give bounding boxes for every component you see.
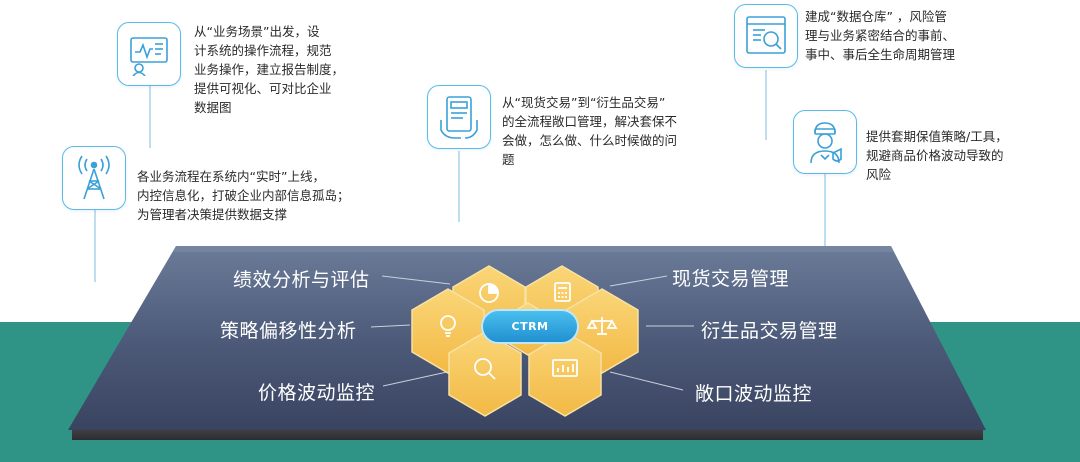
- document-search-icon: [734, 4, 798, 68]
- label-strategy-deviation: 策略偏移性分析: [220, 320, 357, 342]
- pie-chart-icon: [479, 283, 499, 303]
- callout-spot-derivative-text: 从“现货交易”到“衍生品交易” 的全流程敞口管理，解决套保不 会做，怎么做、什么…: [502, 95, 678, 167]
- signal-tower-icon: [62, 146, 126, 210]
- ctrm-pill: [481, 309, 579, 344]
- tablet-hand-icon: [427, 85, 491, 149]
- callout-business-scene-text: 从“业务场景”出发，设 计系统的操作流程，规范 业务操作，建立报告制度， 提供可…: [194, 24, 345, 115]
- ctrm-label: CTRM: [511, 320, 549, 333]
- callout-hedging-text: 提供套期保值策略/工具， 规避商品价格波动导致的 风险: [866, 129, 1008, 182]
- flowchart-monitor-icon: [117, 22, 181, 86]
- label-exposure-monitor: 敞口波动监控: [695, 383, 813, 405]
- label-performance: 绩效分析与评估: [233, 269, 370, 291]
- bar-chart-monitor-icon: [552, 359, 578, 377]
- lightbulb-icon: [440, 315, 456, 337]
- magnifier-icon: [474, 358, 496, 380]
- shield-person-icon: [793, 110, 857, 174]
- calculator-icon: [554, 282, 571, 302]
- label-spot-trading: 现货交易管理: [672, 268, 790, 290]
- callout-data-warehouse-text: 建成“数据仓库” ，风险管 理与业务紧密结合的事前、 事中、事后全生命周期管理: [805, 9, 956, 62]
- label-price-monitor: 价格波动监控: [258, 382, 376, 404]
- scales-icon: [586, 317, 618, 335]
- label-derivatives: 衍生品交易管理: [701, 320, 838, 342]
- callout-realtime-text: 各业务流程在系统内“实时”上线， 内控信息化，打破企业内部信息孤岛； 为管理者决…: [137, 169, 350, 222]
- platform-edge: [72, 430, 983, 440]
